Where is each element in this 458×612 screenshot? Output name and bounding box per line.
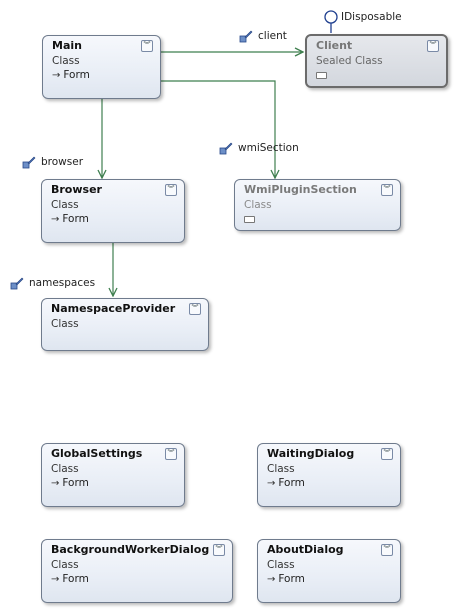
class-shape-backgroundworkerdialog[interactable]: BackgroundWorkerDialog Class →Form ︾	[41, 539, 233, 603]
inheritance-arrow-icon: →	[51, 478, 60, 489]
class-kind: Class	[52, 55, 80, 67]
base-type: →Form	[52, 68, 160, 83]
association-label: namespaces	[29, 277, 96, 289]
inheritance-arrow-icon: →	[51, 214, 60, 225]
association-label: client	[258, 30, 287, 42]
class-kind: Class	[267, 559, 295, 571]
base-type: →Form	[51, 572, 232, 587]
association-icon	[22, 156, 36, 169]
collapse-chevron-icon[interactable]: ︾	[381, 184, 393, 196]
collapsed-members-icon[interactable]	[316, 71, 327, 79]
class-shape-wmipluginsection[interactable]: WmiPluginSection Class ︾	[234, 179, 401, 231]
base-type-label: Form	[63, 69, 90, 81]
base-type-label: Form	[62, 477, 89, 489]
association-label: browser	[41, 156, 84, 168]
class-kind: Sealed Class	[316, 55, 383, 67]
class-shape-main[interactable]: Main Class →Form ︾	[42, 35, 161, 99]
class-shape-browser[interactable]: Browser Class →Form ︾	[41, 179, 185, 243]
collapse-chevron-icon[interactable]: ︾	[427, 40, 439, 52]
class-name: GlobalSettings	[51, 447, 143, 460]
class-name: WaitingDialog	[267, 447, 355, 460]
class-name: WmiPluginSection	[244, 183, 357, 196]
class-kind: Class	[244, 199, 272, 211]
class-name: Client	[316, 39, 353, 52]
class-shape-waitingdialog[interactable]: WaitingDialog Class →Form ︾	[257, 443, 401, 507]
collapsed-members-row	[316, 68, 446, 83]
base-type: →Form	[51, 476, 184, 491]
collapse-chevron-icon[interactable]: ︾	[165, 448, 177, 460]
interface-lollipop-icon	[324, 10, 338, 33]
class-shape-namespaceprovider[interactable]: NamespaceProvider Class ︾	[41, 298, 209, 351]
association-icon	[239, 30, 253, 43]
association-label: wmiSection	[238, 142, 299, 154]
inheritance-arrow-icon: →	[267, 478, 276, 489]
base-type: →Form	[267, 476, 400, 491]
inheritance-arrow-icon: →	[51, 574, 60, 585]
collapse-chevron-icon[interactable]: ︾	[141, 40, 153, 52]
base-type: →Form	[51, 212, 184, 227]
association-icon	[219, 142, 233, 155]
class-name: AboutDialog	[267, 543, 344, 556]
connector-main-wmi	[161, 80, 275, 178]
collapse-chevron-icon[interactable]: ︾	[213, 544, 225, 556]
class-kind: Class	[51, 318, 79, 330]
class-name: BackgroundWorkerDialog	[51, 543, 210, 556]
class-shape-globalsettings[interactable]: GlobalSettings Class →Form ︾	[41, 443, 185, 507]
base-type-label: Form	[62, 213, 89, 225]
class-shape-aboutdialog[interactable]: AboutDialog Class →Form ︾	[257, 539, 401, 603]
base-type: →Form	[267, 572, 400, 587]
collapsed-members-icon[interactable]	[244, 215, 255, 223]
association-wmisection[interactable]: wmiSection	[219, 141, 299, 155]
interface-label: IDisposable	[341, 11, 402, 23]
association-icon	[10, 277, 24, 290]
collapsed-members-row	[244, 212, 400, 227]
inheritance-arrow-icon: →	[52, 70, 61, 81]
collapse-chevron-icon[interactable]: ︾	[165, 184, 177, 196]
base-type-label: Form	[62, 573, 89, 585]
class-kind: Class	[267, 463, 295, 475]
association-browser[interactable]: browser	[22, 155, 83, 169]
class-kind: Class	[51, 559, 79, 571]
inheritance-arrow-icon: →	[267, 574, 276, 585]
base-type-label: Form	[278, 573, 305, 585]
collapse-chevron-icon[interactable]: ︾	[189, 303, 201, 315]
class-name: Main	[52, 39, 82, 52]
collapse-chevron-icon[interactable]: ︾	[381, 448, 393, 460]
collapse-chevron-icon[interactable]: ︾	[381, 544, 393, 556]
class-shape-client[interactable]: Client Sealed Class ︾	[305, 34, 448, 88]
class-kind: Class	[51, 463, 79, 475]
base-type-label: Form	[278, 477, 305, 489]
class-kind: Class	[51, 199, 79, 211]
association-client[interactable]: client	[239, 29, 287, 43]
class-name: NamespaceProvider	[51, 302, 176, 315]
association-namespaces[interactable]: namespaces	[10, 276, 95, 290]
class-name: Browser	[51, 183, 102, 196]
